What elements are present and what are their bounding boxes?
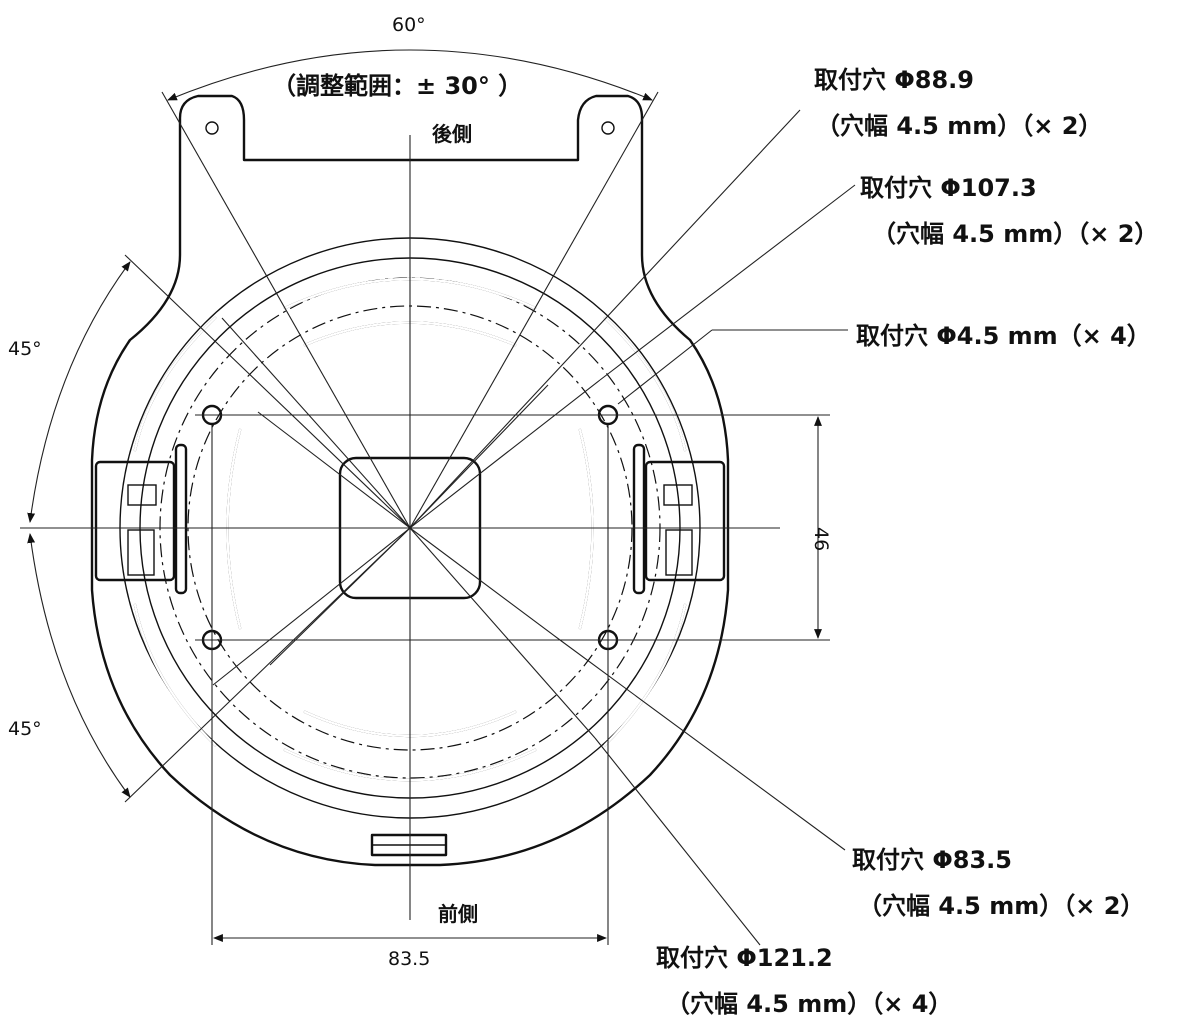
angle-45-lower-arc <box>27 533 131 798</box>
ear-hole-right <box>601 121 615 135</box>
callout-121-2-line1: 取付穴 Φ121.2 <box>656 944 833 972</box>
slot-outer-left-upper <box>133 316 217 452</box>
callout-4-5-line1: 取付穴 Φ4.5 mm（× 4） <box>856 322 1151 350</box>
slot-outer-left-lower <box>133 603 217 747</box>
callout-83-5-line2: （穴幅 4.5 mm）（× 2） <box>858 892 1145 920</box>
slot-outer-right-upper <box>603 316 687 452</box>
rear-label: 後側 <box>432 122 472 146</box>
leader-121-2 <box>594 737 761 946</box>
leader-107-3 <box>599 184 856 381</box>
latch-right <box>644 460 726 582</box>
angle-60-label: 60° <box>392 14 426 36</box>
callout-107-3-line1: 取付穴 Φ107.3 <box>860 174 1037 202</box>
angle-45-lower-label: 45° <box>8 718 42 740</box>
dimension-horizontal-label: 83.5 <box>388 948 431 970</box>
angle-45-upper-label: 45° <box>8 338 42 360</box>
angle-45-upper-arc <box>27 261 131 523</box>
leader-88-9 <box>409 109 801 529</box>
callout-83-5-line1: 取付穴 Φ83.5 <box>852 846 1012 874</box>
dimension-vertical-label: 46 <box>810 527 832 552</box>
callout-121-2-line2: （穴幅 4.5 mm）（× 4） <box>666 990 953 1018</box>
callout-107-3-line2: （穴幅 4.5 mm）（× 2） <box>872 220 1159 248</box>
front-label: 前側 <box>438 902 478 926</box>
slot-outer-right-lower <box>603 603 687 747</box>
callout-88-9-line2: （穴幅 4.5 mm）（× 2） <box>816 112 1103 140</box>
ear-hole-left <box>205 121 219 135</box>
angle-60-arc <box>167 49 653 101</box>
adjust-range-label: （調整範囲：± 30° ） <box>272 72 523 100</box>
leader-83-5 <box>559 639 846 851</box>
callout-88-9-line1: 取付穴 Φ88.9 <box>814 66 974 94</box>
